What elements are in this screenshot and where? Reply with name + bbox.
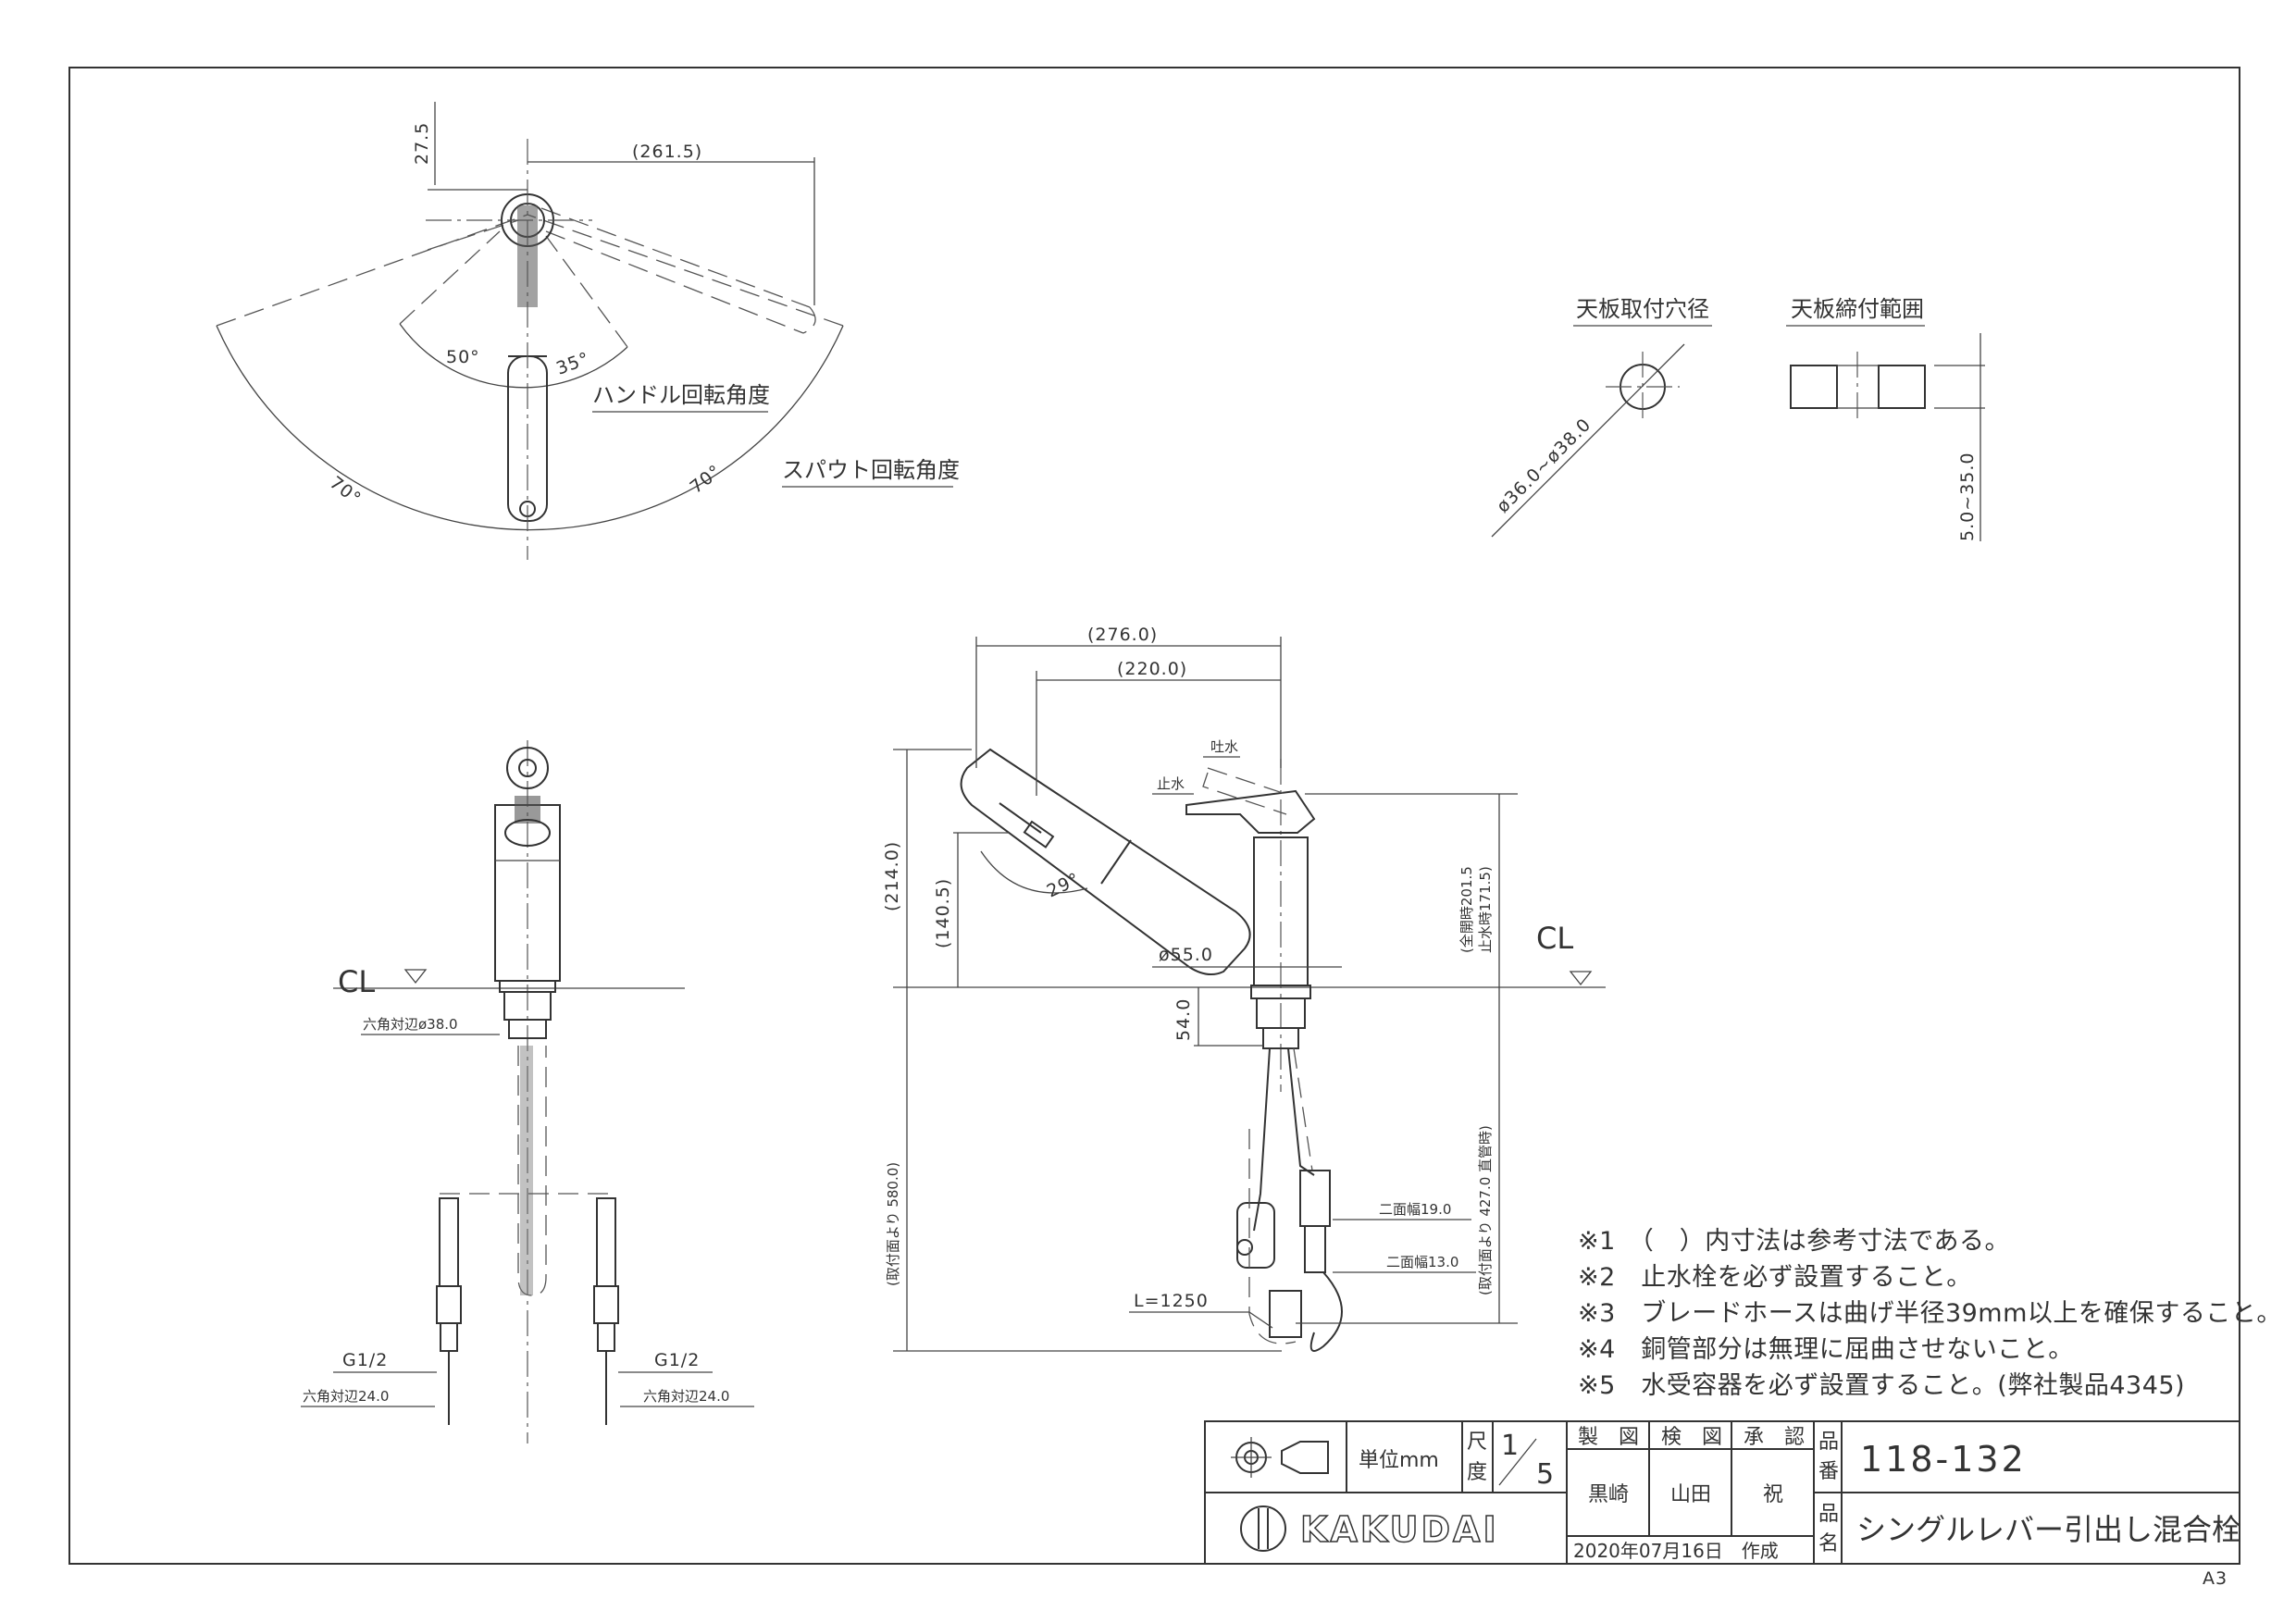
checked-header: 検 図: [1661, 1426, 1722, 1449]
paper-size: A3: [2203, 1568, 2228, 1589]
angle-29: 29°: [1044, 869, 1084, 901]
scale-den: 5: [1536, 1458, 1554, 1491]
dim-427: (取付面より 427.0 直管時): [1477, 1125, 1494, 1295]
note-3: ※3 ブレードホースは曲げ半径39mm以上を確保すること。: [1578, 1299, 2282, 1328]
note-2: ※2 止水栓を必ず設置すること。: [1578, 1263, 1972, 1292]
side-cl-label: CL: [1536, 921, 1573, 956]
part-name-label-2: 名: [1818, 1532, 1839, 1555]
spout-rotation-arc: [216, 325, 844, 531]
top-view: 27.5 (261.5) 50° 35° 70° 70° ハンドル回転角度 スパ…: [216, 102, 960, 560]
sheet-border: [68, 67, 2240, 1565]
part-number: 118-132: [1860, 1439, 2027, 1480]
approved-header: 承 認: [1744, 1426, 1805, 1449]
spout-rotation-label: スパウト回転角度: [782, 457, 960, 483]
hole-dimension: ø36.0~ø38.0: [1493, 415, 1595, 517]
notes: ※1 （ ）内寸法は参考寸法である。 ※2 止水栓を必ず設置すること。 ※3 ブ…: [1578, 1227, 2282, 1400]
angle-50: 50°: [446, 347, 480, 367]
note-4: ※4 銅管部分は無理に屈曲させないこと。: [1578, 1335, 2074, 1364]
approved-by: 祝: [1763, 1483, 1783, 1506]
lever-handle: [517, 205, 538, 307]
hex-24-left: 六角対辺24.0: [303, 1388, 389, 1405]
lever: [1185, 789, 1316, 834]
front-view: CL 六角対辺ø38.0 G1/2 G1/2 六角対辺24.0: [301, 740, 754, 1443]
part-name-label-1: 品: [1818, 1503, 1839, 1526]
handle-rotation-label: ハンドル回転角度: [592, 382, 770, 408]
scale-num: 1: [1501, 1430, 1519, 1462]
dim-580: (取付面より 580.0): [885, 1162, 901, 1286]
title-block: 単位mm 尺 度 1 5 KAKUDAI 製 図 検 図 承 認 黒崎 山田 祝…: [1204, 1420, 2241, 1565]
creation-date: 2020年07月16日 作成: [1573, 1540, 1779, 1562]
spout-head: [960, 748, 1251, 976]
label-shisui: 止水: [1157, 775, 1185, 792]
scale-label-2: 度: [1467, 1461, 1487, 1484]
unit-label: 単位mm: [1359, 1449, 1439, 1472]
check-valve: [1236, 1202, 1275, 1269]
dim-54: 54.0: [1173, 998, 1194, 1041]
dim-27-5: 27.5: [412, 122, 432, 165]
hex-38-label: 六角対辺ø38.0: [363, 1016, 458, 1033]
dim-261-5: (261.5): [632, 142, 702, 162]
part-no-label-1: 品: [1818, 1431, 1839, 1454]
g-left: G1/2: [342, 1350, 388, 1370]
hose-length: L=1250: [1134, 1291, 1209, 1311]
width-13: 二面幅13.0: [1386, 1254, 1458, 1270]
checked-by: 山田: [1670, 1483, 1711, 1506]
angle-70-left: 70°: [326, 473, 365, 510]
hole-detail: 天板取付穴径 ø36.0~ø38.0: [1491, 296, 1712, 538]
side-view: CL (276.0) (220.0): [882, 625, 1606, 1352]
dim-276: (276.0): [1087, 625, 1158, 645]
angle-70-right: 70°: [687, 461, 726, 498]
clamp-detail-title: 天板締付範囲: [1791, 296, 1924, 322]
hex-24-right: 六角対辺24.0: [643, 1388, 729, 1405]
part-no-label-2: 番: [1818, 1460, 1839, 1483]
scale-label-1: 尺: [1467, 1431, 1487, 1454]
dim-171-5: 止水時171.5): [1477, 866, 1494, 953]
dim-140-5: (140.5): [933, 878, 953, 948]
dim-214: (214.0): [882, 841, 902, 911]
kakudai-logo: KAKUDAI: [1240, 1505, 1499, 1552]
company-name: KAKUDAI: [1300, 1509, 1499, 1550]
dim-220: (220.0): [1117, 659, 1187, 679]
front-cl-label: CL: [338, 964, 375, 999]
width-19: 二面幅19.0: [1379, 1201, 1451, 1218]
clamp-detail: 天板締付範囲 5.0~35.0: [1786, 296, 1985, 541]
dim-201-5: (全開時201.5: [1458, 866, 1475, 953]
dim-55: ø55.0: [1159, 945, 1213, 965]
drawn-by: 黒崎: [1588, 1483, 1629, 1506]
hole-detail-title: 天板取付穴径: [1576, 296, 1709, 322]
drawn-header: 製 図: [1578, 1426, 1639, 1449]
label-tosui: 吐水: [1210, 738, 1238, 755]
note-1: ※1 （ ）内寸法は参考寸法である。: [1578, 1227, 2010, 1256]
part-name: シングルレバー引出し混合栓: [1856, 1512, 2241, 1547]
g-right: G1/2: [654, 1350, 700, 1370]
clamp-dimension: 5.0~35.0: [1957, 452, 1978, 541]
note-5: ※5 水受容器を必ず設置すること。(弊社製品4345): [1578, 1371, 2185, 1400]
